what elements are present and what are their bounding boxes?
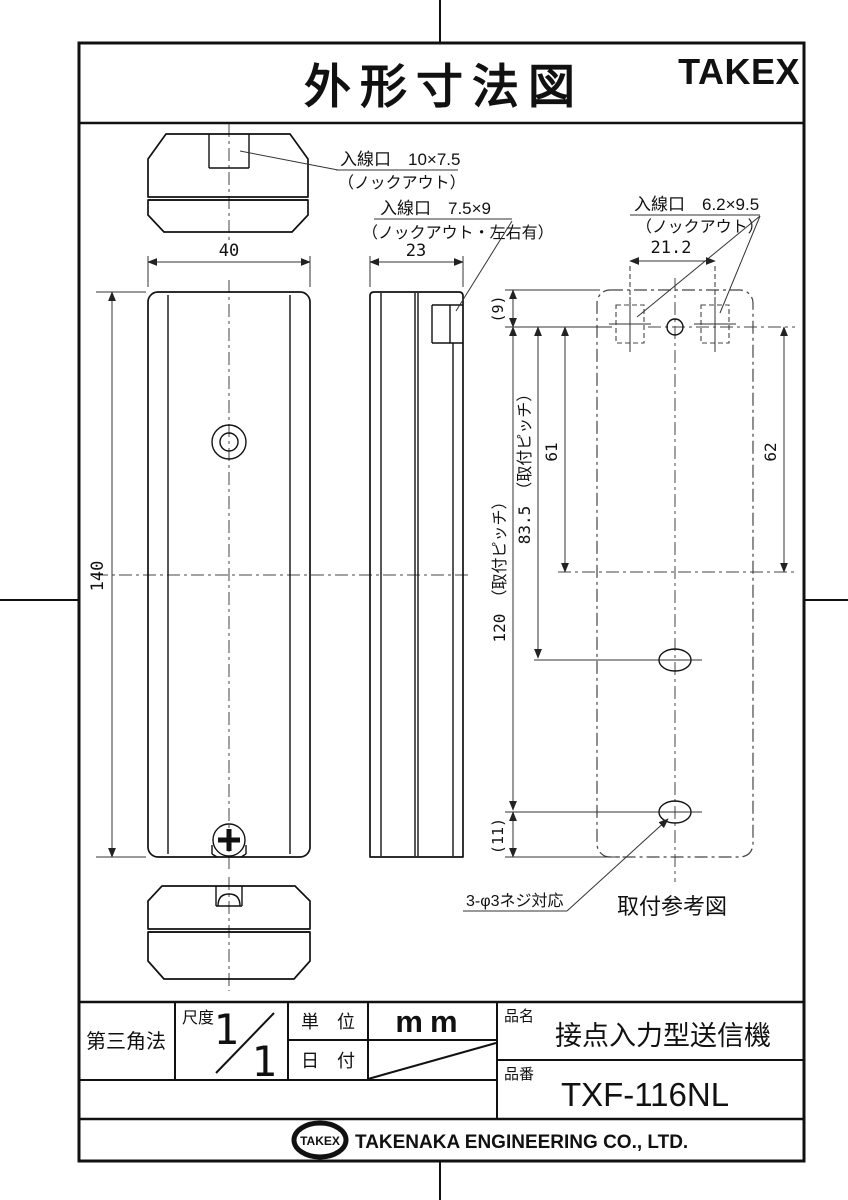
front-view (95, 280, 472, 872)
side-knockout-callout: 入線口 7.5×9 （ノックアウト・左右有） (362, 199, 554, 312)
takex-oval-logo-icon (291, 1120, 349, 1160)
part-number-value: TXF-116NL (561, 1076, 729, 1113)
product-name-value: 接点入力型送信機 (555, 1021, 771, 1051)
dim-front-width-value: 40 (219, 241, 239, 261)
dim-120-value: 120 （取付ピッチ） (490, 494, 509, 643)
dim-front-width: 40 (147, 241, 311, 287)
top-knockout-notch (208, 134, 250, 169)
screw-note-callout: 3-φ3ネジ対応 (463, 818, 669, 912)
part-number-label: 品番 (504, 1066, 534, 1083)
dim-pitch-120: 120 （取付ピッチ） (490, 326, 517, 811)
dim-hole-to-center-right: 62 (761, 326, 788, 573)
side-view: 入線口 7.5×9 （ノックアウト・左右有） (362, 199, 554, 858)
dim-top-offset-value: (9) (489, 295, 507, 322)
phillips-cross-icon (218, 829, 240, 851)
mount-knockout-right (694, 297, 736, 352)
dim-62-value: 62 (761, 442, 780, 461)
title-block: 第三角法 尺度 1 1 単 位 mm 日 付 品名 接点入力型送信機 品番 TX… (79, 1000, 804, 1121)
product-name-label: 品名 (504, 1008, 534, 1025)
brand-logo: TAKEX (678, 51, 800, 92)
mount-knockout-label: 入線口 6.2×9.5 (634, 195, 759, 214)
sheet-frame (77, 41, 806, 1163)
mount-view: 入線口 6.2×9.5 （ノックアウト） 3-φ3ネジ対応 取付参考図 (463, 195, 795, 919)
scale-label: 尺度 (182, 1009, 214, 1027)
scale-slash (215, 1012, 275, 1074)
dim-61-value: 61 (542, 442, 561, 461)
scale-cell: 尺度 1 1 (182, 1005, 277, 1086)
scale-numerator: 1 (213, 1005, 238, 1054)
dim-835-value: 83.5 （取付ピッチ） (515, 386, 534, 545)
top-knockout-sublabel: （ノックアウト） (338, 174, 466, 192)
date-blank-slash (367, 1042, 497, 1080)
dim-knockout-pitch-value: 21.2 (651, 238, 692, 258)
mount-body-outline (596, 289, 754, 858)
dim-top-offset: (9) (489, 289, 517, 328)
mount-knockout-callout: 入線口 6.2×9.5 （ノックアウト） (630, 195, 764, 318)
dim-hole-to-center-left: 61 (542, 326, 569, 573)
bottom-view (147, 877, 311, 991)
dim-bottom-offset: (11) (489, 811, 517, 858)
mount-hole-top (666, 318, 684, 336)
dim-side-depth: 23 (369, 241, 464, 287)
mount-knockout-sublabel: （ノックアウト） (636, 218, 764, 236)
side-knockout-sublabel: （ノックアウト・左右有） (362, 224, 554, 242)
side-knockout (431, 304, 463, 344)
footer-logo-text: TAKEX (300, 1134, 340, 1148)
side-knockout-label: 入線口 7.5×9 (380, 199, 491, 218)
dim-front-height: 140 (88, 291, 146, 858)
dim-11-value: (11) (489, 818, 507, 854)
dim-knockout-pitch: 21.2 (629, 238, 716, 303)
front-center-hole (211, 424, 247, 460)
mount-knockout-left (609, 297, 651, 352)
top-knockout-callout: 入線口 10×7.5 （ノックアウト） (239, 150, 466, 192)
footer: TAKEX TAKENAKA ENGINEERING CO., LTD. (291, 1120, 688, 1160)
dim-pitch-835: 83.5 （取付ピッチ） (515, 326, 542, 659)
screw-note-label: 3-φ3ネジ対応 (466, 892, 564, 910)
unit-value: mm (395, 1004, 464, 1039)
scale-denominator: 1 (251, 1037, 276, 1086)
bottom-knockout-notch (215, 886, 243, 907)
footer-company-name: TAKENAKA ENGINEERING CO., LTD. (355, 1132, 688, 1153)
top-view: 入線口 10×7.5 （ノックアウト） (147, 124, 466, 243)
dim-front-height-value: 140 (88, 561, 108, 592)
page-title: 外形寸法図 (304, 60, 584, 113)
front-screw (211, 823, 247, 858)
unit-label: 単 位 (301, 1012, 355, 1032)
top-knockout-label: 入線口 10×7.5 (340, 150, 460, 169)
date-label: 日 付 (301, 1051, 355, 1071)
dim-side-depth-value: 23 (406, 241, 426, 261)
mount-caption: 取付参考図 (617, 894, 727, 919)
projection-method: 第三角法 (86, 1030, 166, 1053)
